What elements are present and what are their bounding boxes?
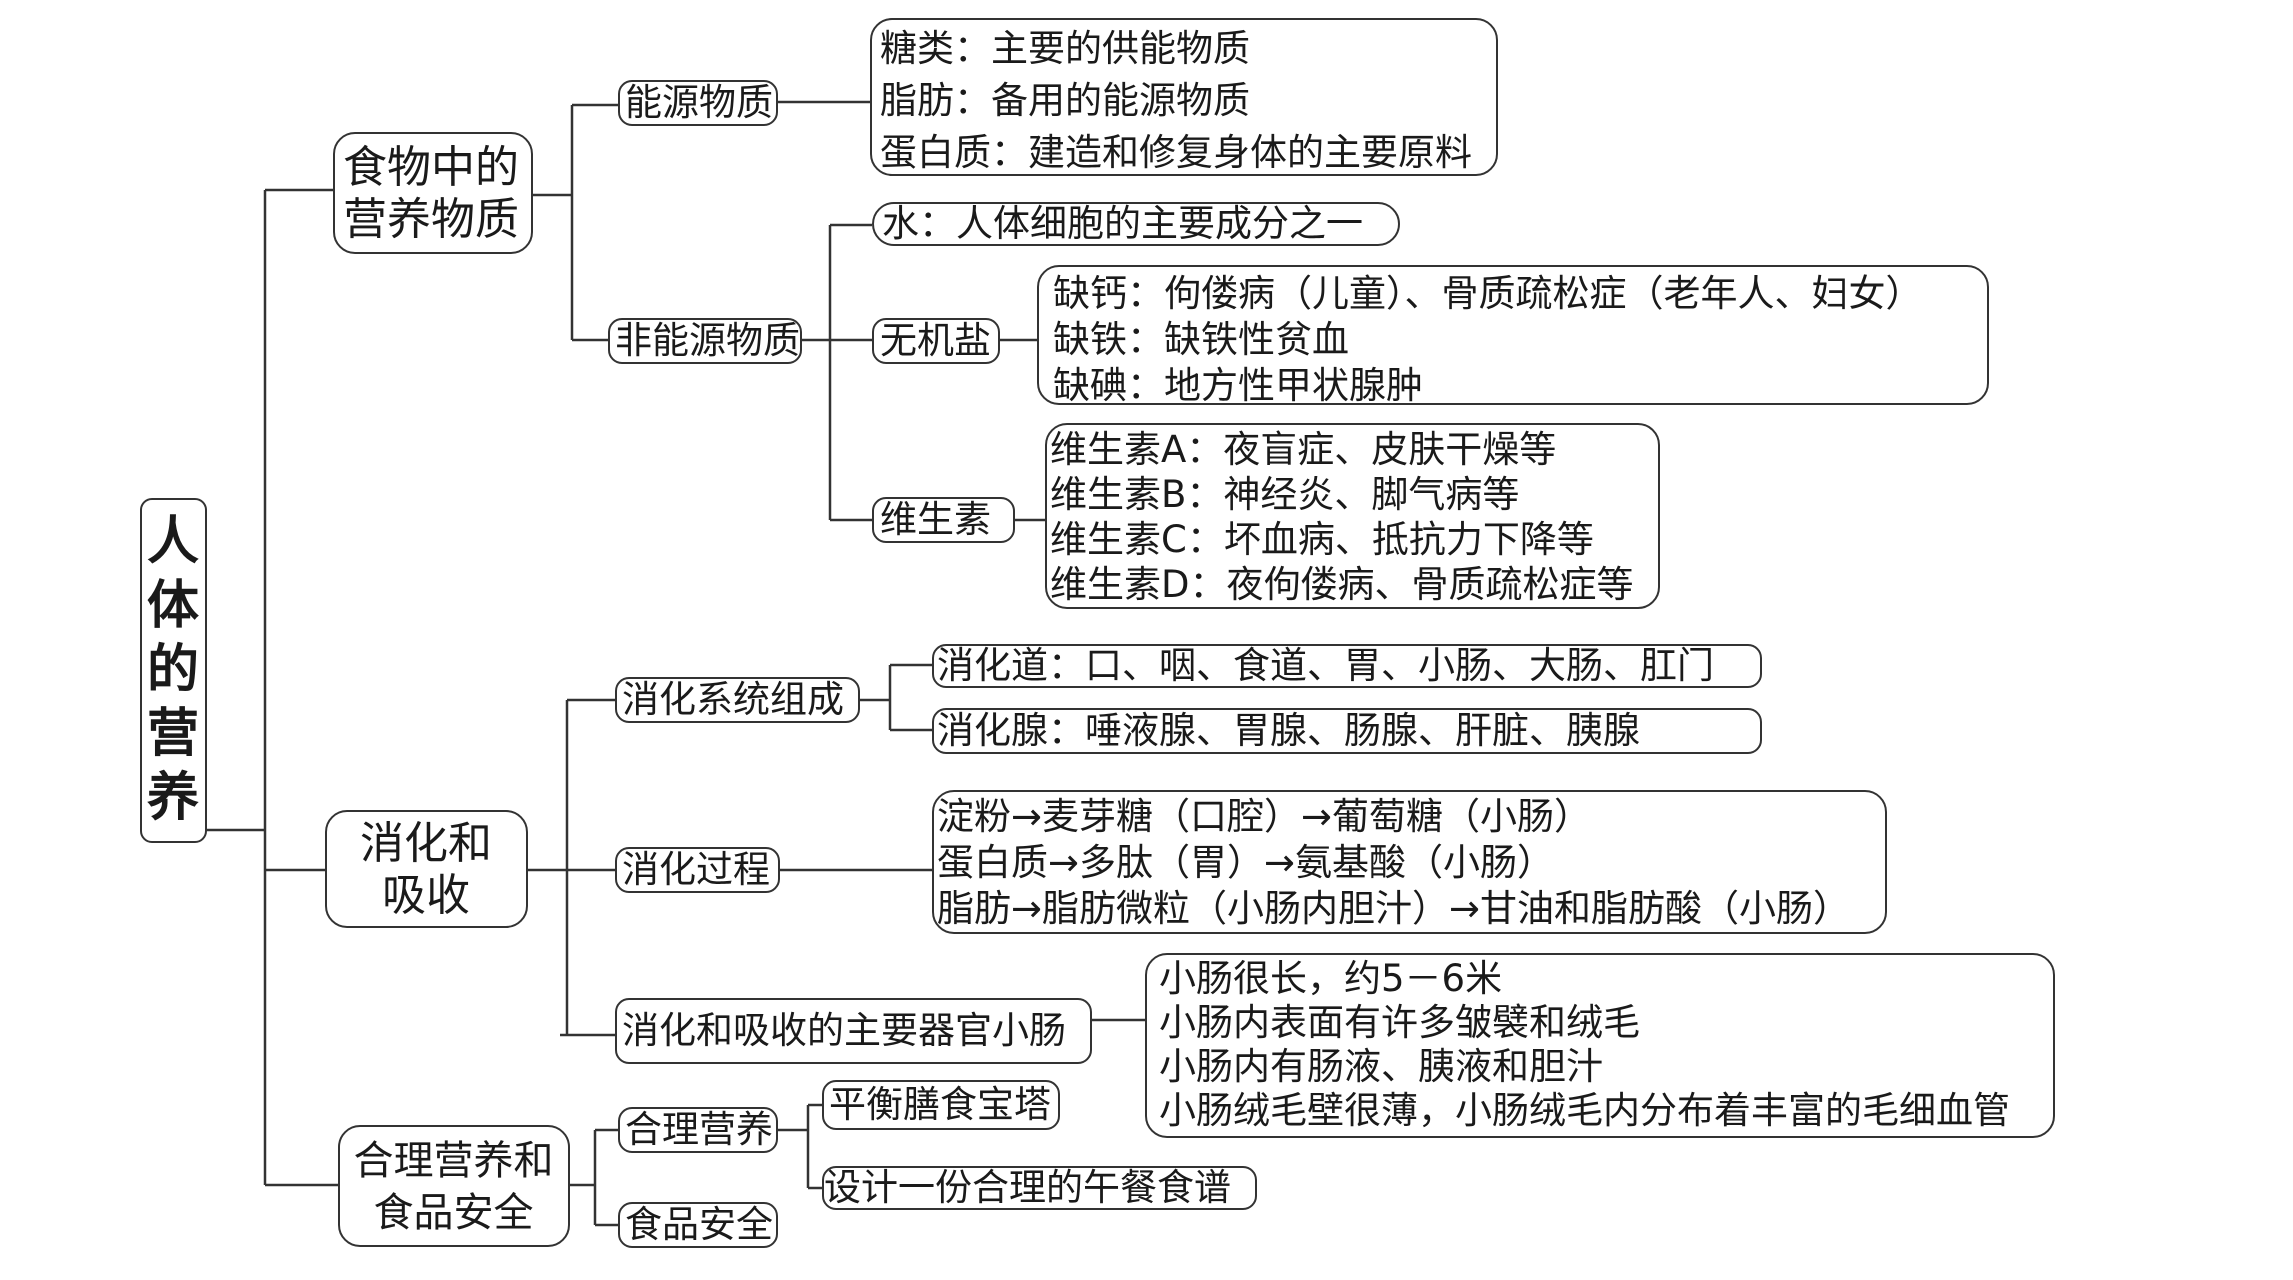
branch-title-line: 消化和 <box>360 818 492 869</box>
list-item: 维生素C：坏血病、抵抗力下降等 <box>1050 518 1594 561</box>
root-char: 养 <box>146 768 199 828</box>
node-text: 消化道：口、咽、食道、胃、小肠、大肠、肛门 <box>937 644 1714 687</box>
node-text: 平衡膳食宝塔 <box>829 1083 1051 1126</box>
list-item: 小肠绒毛壁很薄，小肠绒毛内分布着丰富的毛细血管 <box>1159 1089 2010 1132</box>
node-digestive-system: 消化系统组成 <box>615 677 860 723</box>
node-food-safety: 食品安全 <box>618 1202 778 1248</box>
node-label: 消化系统组成 <box>622 678 844 721</box>
list-item: 小肠内表面有许多皱襞和绒毛 <box>1159 1001 1640 1044</box>
node-digestion-process: 消化过程 <box>615 847 780 893</box>
list-item: 淀粉→麦芽糖（口腔）→葡萄糖（小肠） <box>937 795 1592 838</box>
node-label: 无机盐 <box>880 319 991 362</box>
list-item: 小肠很长，约5－6米 <box>1159 957 1503 1000</box>
root-char: 体 <box>146 576 199 636</box>
branch-title-line: 食品安全 <box>373 1190 534 1236</box>
node-digestive-tract: 消化道：口、咽、食道、胃、小肠、大肠、肛门 <box>932 644 1762 688</box>
node-label: 维生素 <box>880 498 991 541</box>
node-vitamins-list: 维生素A：夜盲症、皮肤干燥等 维生素B：神经炎、脚气病等 维生素C：坏血病、抵抗… <box>1045 423 1660 609</box>
list-item: 蛋白质：建造和修复身体的主要原料 <box>880 131 1472 174</box>
node-minerals-list: 缺钙：佝偻病（儿童）、骨质疏松症（老年人、妇女） 缺铁：缺铁性贫血 缺碘：地方性… <box>1037 265 1989 407</box>
branch-title-line: 食物中的 <box>343 142 519 193</box>
node-text: 水：人体细胞的主要成分之一 <box>882 202 1363 245</box>
node-minerals: 无机盐 <box>872 318 1000 364</box>
node-label: 能源物质 <box>625 81 773 124</box>
node-text: 消化腺：唾液腺、胃腺、肠腺、肝脏、胰腺 <box>937 709 1640 752</box>
list-item: 缺钙：佝偻病（儿童）、骨质疏松症（老年人、妇女） <box>1053 272 1923 315</box>
list-item: 糖类：主要的供能物质 <box>880 27 1250 70</box>
node-label: 非能源物质 <box>615 319 800 362</box>
branch-digestion-absorption: 消化和 吸收 <box>325 810 528 928</box>
root-char: 人 <box>146 512 199 572</box>
list-item: 脂肪→脂肪微粒（小肠内胆汁）→甘油和脂肪酸（小肠） <box>937 887 1851 930</box>
node-process-list: 淀粉→麦芽糖（口腔）→葡萄糖（小肠） 蛋白质→多肽（胃）→氨基酸（小肠） 脂肪→… <box>932 790 1887 934</box>
branch-title-line: 合理营养和 <box>353 1138 554 1184</box>
node-energy-substances: 能源物质 <box>618 80 778 126</box>
list-item: 脂肪：备用的能源物质 <box>880 79 1250 122</box>
root-char: 的 <box>146 640 199 700</box>
node-energy-list: 糖类：主要的供能物质 脂肪：备用的能源物质 蛋白质：建造和修复身体的主要原料 <box>870 18 1498 176</box>
list-item: 小肠内有肠液、胰液和胆汁 <box>1159 1045 1603 1088</box>
list-item: 维生素D：夜佝偻病、骨质疏松症等 <box>1050 563 1634 606</box>
node-vitamins: 维生素 <box>872 497 1015 543</box>
list-item: 维生素B：神经炎、脚气病等 <box>1050 473 1520 516</box>
list-item: 维生素A：夜盲症、皮肤干燥等 <box>1050 428 1557 471</box>
root-char: 营 <box>146 704 199 764</box>
node-non-energy-substances: 非能源物质 <box>608 318 802 364</box>
node-balanced-diet-pagoda: 平衡膳食宝塔 <box>822 1080 1060 1130</box>
node-small-intestine: 消化和吸收的主要器官小肠 <box>615 998 1092 1064</box>
node-rational-nutrition: 合理营养 <box>618 1107 778 1153</box>
root-node: 人 体 的 营 养 <box>140 498 207 843</box>
node-water: 水：人体细胞的主要成分之一 <box>872 202 1400 246</box>
node-label: 消化过程 <box>622 848 770 891</box>
branch-title-line: 营养物质 <box>343 194 519 245</box>
branch-food-nutrients: 食物中的 营养物质 <box>333 132 533 254</box>
node-label: 食品安全 <box>625 1203 773 1246</box>
node-digestive-glands: 消化腺：唾液腺、胃腺、肠腺、肝脏、胰腺 <box>932 708 1762 754</box>
node-text: 设计一份合理的午餐食谱 <box>824 1166 1231 1209</box>
list-item: 蛋白质→多肽（胃）→氨基酸（小肠） <box>937 841 1555 884</box>
list-item: 缺铁：缺铁性贫血 <box>1053 318 1349 361</box>
node-small-intestine-list: 小肠很长，约5－6米 小肠内表面有许多皱襞和绒毛 小肠内有肠液、胰液和胆汁 小肠… <box>1145 953 2055 1138</box>
node-label: 合理营养 <box>625 1108 773 1151</box>
branch-title-line: 吸收 <box>382 870 470 921</box>
node-lunch-menu: 设计一份合理的午餐食谱 <box>822 1166 1257 1210</box>
branch-rational-nutrition-food-safety: 合理营养和 食品安全 <box>338 1125 570 1247</box>
node-label: 消化和吸收的主要器官小肠 <box>622 1009 1066 1052</box>
list-item: 缺碘：地方性甲状腺肿 <box>1053 364 1423 407</box>
